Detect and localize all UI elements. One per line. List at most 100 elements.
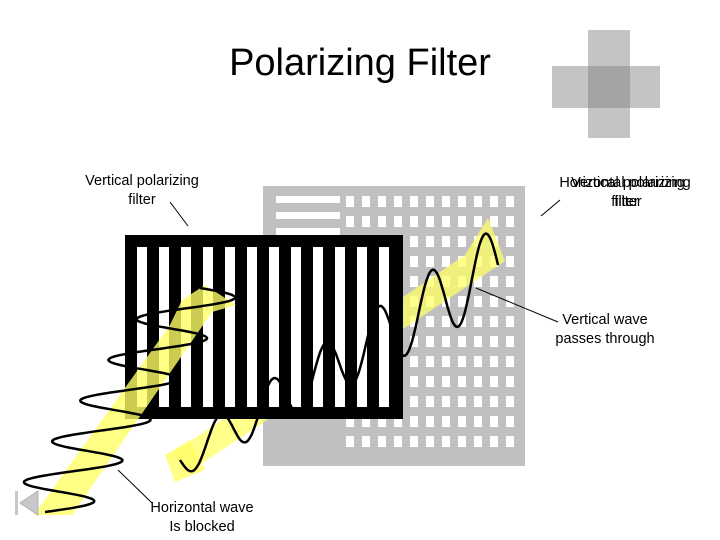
horizontal-wave — [22, 286, 237, 514]
filter-grid-cell — [442, 376, 450, 387]
filter-grid-cell — [362, 416, 370, 427]
filter-grid-cell — [394, 196, 402, 207]
filter-grid-cell — [410, 416, 418, 427]
leader-vertical-filter — [169, 201, 189, 227]
filter-grid-cell — [458, 296, 466, 307]
filter-grid-cell — [394, 416, 402, 427]
filter-grid-cell — [442, 436, 450, 447]
vertical-filter-label-line1: Vertical polarizing — [85, 173, 199, 189]
filter-grid-cell — [474, 296, 482, 307]
filter-grid-cell — [490, 296, 498, 307]
filter-grid-cell — [506, 276, 514, 287]
blocked-label-line1: Horizontal wave — [150, 500, 254, 516]
filter-grid-cell — [426, 336, 434, 347]
filter-grid-cell — [458, 196, 466, 207]
filter-grid-cell — [426, 216, 434, 227]
filter-grid-cell — [442, 416, 450, 427]
filter-grid-cell — [506, 196, 514, 207]
filter-grid-cell — [362, 196, 370, 207]
horizontal-filter-label-line1: Horizontal polarizing — [559, 175, 691, 191]
filter-grid-cell — [426, 396, 434, 407]
filter-grid-cell — [490, 436, 498, 447]
filter-grid-cell — [410, 436, 418, 447]
filter-grid-cell — [490, 416, 498, 427]
filter-grid-cell — [426, 376, 434, 387]
blocked-label-line2: Is blocked — [169, 519, 235, 535]
filter-grid-cell — [490, 216, 498, 227]
filter-grid-cell — [490, 376, 498, 387]
filter-grid-cell — [442, 216, 450, 227]
filter-grid-cell — [410, 196, 418, 207]
filter-grid-cell — [378, 216, 386, 227]
filter-grid-cell — [362, 216, 370, 227]
filter-grid-cell — [394, 216, 402, 227]
filter-grid-cell — [490, 276, 498, 287]
filter-grid-cell — [458, 236, 466, 247]
filter-grid-cell — [346, 416, 354, 427]
filter-grid-cell — [362, 436, 370, 447]
filter-grid-cell — [458, 376, 466, 387]
leader-passes — [475, 287, 559, 323]
filter-slit — [269, 247, 279, 407]
filter-slit — [313, 247, 323, 407]
passes-label-line1: Vertical wave — [562, 312, 648, 328]
filter-grid-cell — [442, 356, 450, 367]
filter-slit — [379, 247, 389, 407]
filter-grid-cell — [458, 216, 466, 227]
filter-slit — [137, 247, 147, 407]
filter-grid-cell — [458, 396, 466, 407]
filter-grid-cell — [442, 196, 450, 207]
filter-grid-cell — [458, 336, 466, 347]
passes-label-line2: passes through — [555, 331, 655, 347]
overlapping-label-line1: Vertical polarizing — [571, 175, 685, 191]
filter-grid-cell — [426, 436, 434, 447]
filter-grid-cell — [506, 416, 514, 427]
filter-grid-cell — [394, 436, 402, 447]
filter-grid-cell — [506, 336, 514, 347]
filter-grid-cell — [474, 396, 482, 407]
filter-grid-cell — [410, 396, 418, 407]
filter-grid-cell — [426, 356, 434, 367]
filter-grid-cell — [474, 336, 482, 347]
filter-grid-cell — [474, 196, 482, 207]
filter-grid-cell — [474, 356, 482, 367]
filter-grid-cell — [442, 316, 450, 327]
passes-through-label: Vertical wave passes through — [540, 311, 670, 349]
leader-right-filter — [540, 199, 561, 217]
filter-grid-cell — [410, 356, 418, 367]
filter-slit — [247, 247, 257, 407]
filter-grid-cell — [346, 216, 354, 227]
filter-grid-cell — [410, 376, 418, 387]
filter-grid-cell — [346, 196, 354, 207]
incident-beam — [34, 285, 236, 515]
filter-grid-cell — [378, 196, 386, 207]
filter-grid-cell — [490, 316, 498, 327]
previous-slide-icon[interactable] — [14, 489, 40, 517]
filter-grid-cell — [474, 316, 482, 327]
filter-grid-cell — [506, 396, 514, 407]
blocked-label: Horizontal wave Is blocked — [132, 499, 272, 537]
filter-grid-cell — [506, 356, 514, 367]
horizontal-filter-label: Horizontal polarizing filter — [540, 174, 710, 212]
overlapping-label-line2: filter — [614, 194, 642, 210]
leader-blocked — [117, 469, 153, 504]
filter-grid-cell — [506, 296, 514, 307]
filter-grid-cell — [506, 256, 514, 267]
filter-grid-cell — [442, 256, 450, 267]
overlapping-vertical-filter-label: Vertical polarizing filter — [543, 174, 713, 212]
filter-grid-cell — [426, 256, 434, 267]
filter-grid-cell — [474, 216, 482, 227]
filter-slit — [291, 247, 301, 407]
filter-grid-cell — [410, 276, 418, 287]
filter-grid-cell — [490, 396, 498, 407]
filter-grid-cell — [490, 356, 498, 367]
filter-slit — [335, 247, 345, 407]
filter-grid-cell — [426, 236, 434, 247]
filter-grid-cell — [442, 236, 450, 247]
filter-grid-cell — [410, 256, 418, 267]
filter-grid-cell — [442, 396, 450, 407]
filter-grid-cell — [490, 196, 498, 207]
filter-slit — [225, 247, 235, 407]
vertical-filter-label: Vertical polarizing filter — [62, 172, 222, 210]
